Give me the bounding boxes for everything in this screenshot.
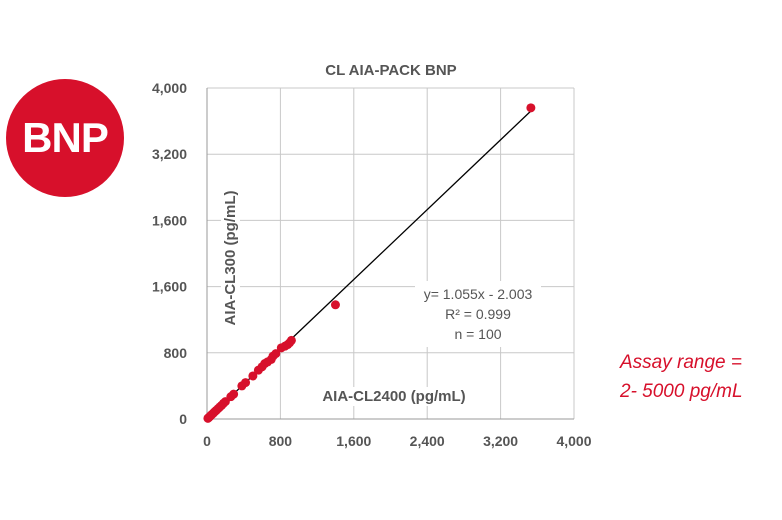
x-tick-label: 3,200	[483, 433, 518, 449]
x-tick-labels: 0 800 1,600 2,400 3,200 4,000	[203, 433, 592, 449]
data-point	[271, 349, 281, 359]
x-tick-label: 2,400	[410, 433, 445, 449]
annotation-background	[415, 281, 541, 347]
x-axis-label: AIA-CL2400 (pg/mL)	[322, 388, 465, 405]
y-tick-label: 3,200	[152, 146, 187, 162]
data-point	[526, 103, 536, 113]
y-tick-label: 0	[179, 411, 187, 427]
y-axis-label-background	[221, 186, 240, 330]
annotation-line: y= 1.055x - 2.003	[424, 286, 533, 302]
assay-range-note: Assay range = 2- 5000 pg/mL	[620, 348, 743, 406]
annotation-line: R² = 0.999	[445, 306, 511, 322]
data-point	[248, 371, 258, 381]
annotation-line: n = 100	[454, 326, 501, 342]
y-tick-labels: 0 800 1,600 1,600 3,200 4,000	[152, 80, 187, 427]
y-tick-label: 1,600	[152, 279, 187, 295]
x-tick-label: 0	[203, 433, 211, 449]
y-tick-label: 1,600	[152, 212, 187, 228]
data-point	[241, 378, 251, 388]
axes	[206, 88, 574, 420]
data-point	[229, 389, 239, 399]
x-tick-label: 4,000	[556, 433, 591, 449]
x-axis-label-background	[318, 387, 470, 406]
assay-range-line-2: 2- 5000 pg/mL	[620, 381, 743, 402]
bnp-badge: BNP	[6, 79, 124, 197]
y-axis-label: AIA-CL300 (pg/mL)	[222, 190, 239, 325]
badge-label: BNP	[22, 114, 109, 161]
y-tick-label: 4,000	[152, 80, 187, 96]
chart-title: CL AIA-PACK BNP	[325, 62, 456, 79]
y-tick-label: 800	[164, 345, 188, 361]
data-point	[330, 300, 340, 310]
assay-range-line-1: Assay range =	[620, 352, 742, 373]
x-tick-label: 800	[269, 433, 293, 449]
x-tick-label: 1,600	[336, 433, 371, 449]
regression-annotation: y= 1.055x - 2.003 R² = 0.999 n = 100	[415, 281, 541, 347]
data-points	[203, 103, 536, 423]
data-point	[286, 335, 296, 345]
